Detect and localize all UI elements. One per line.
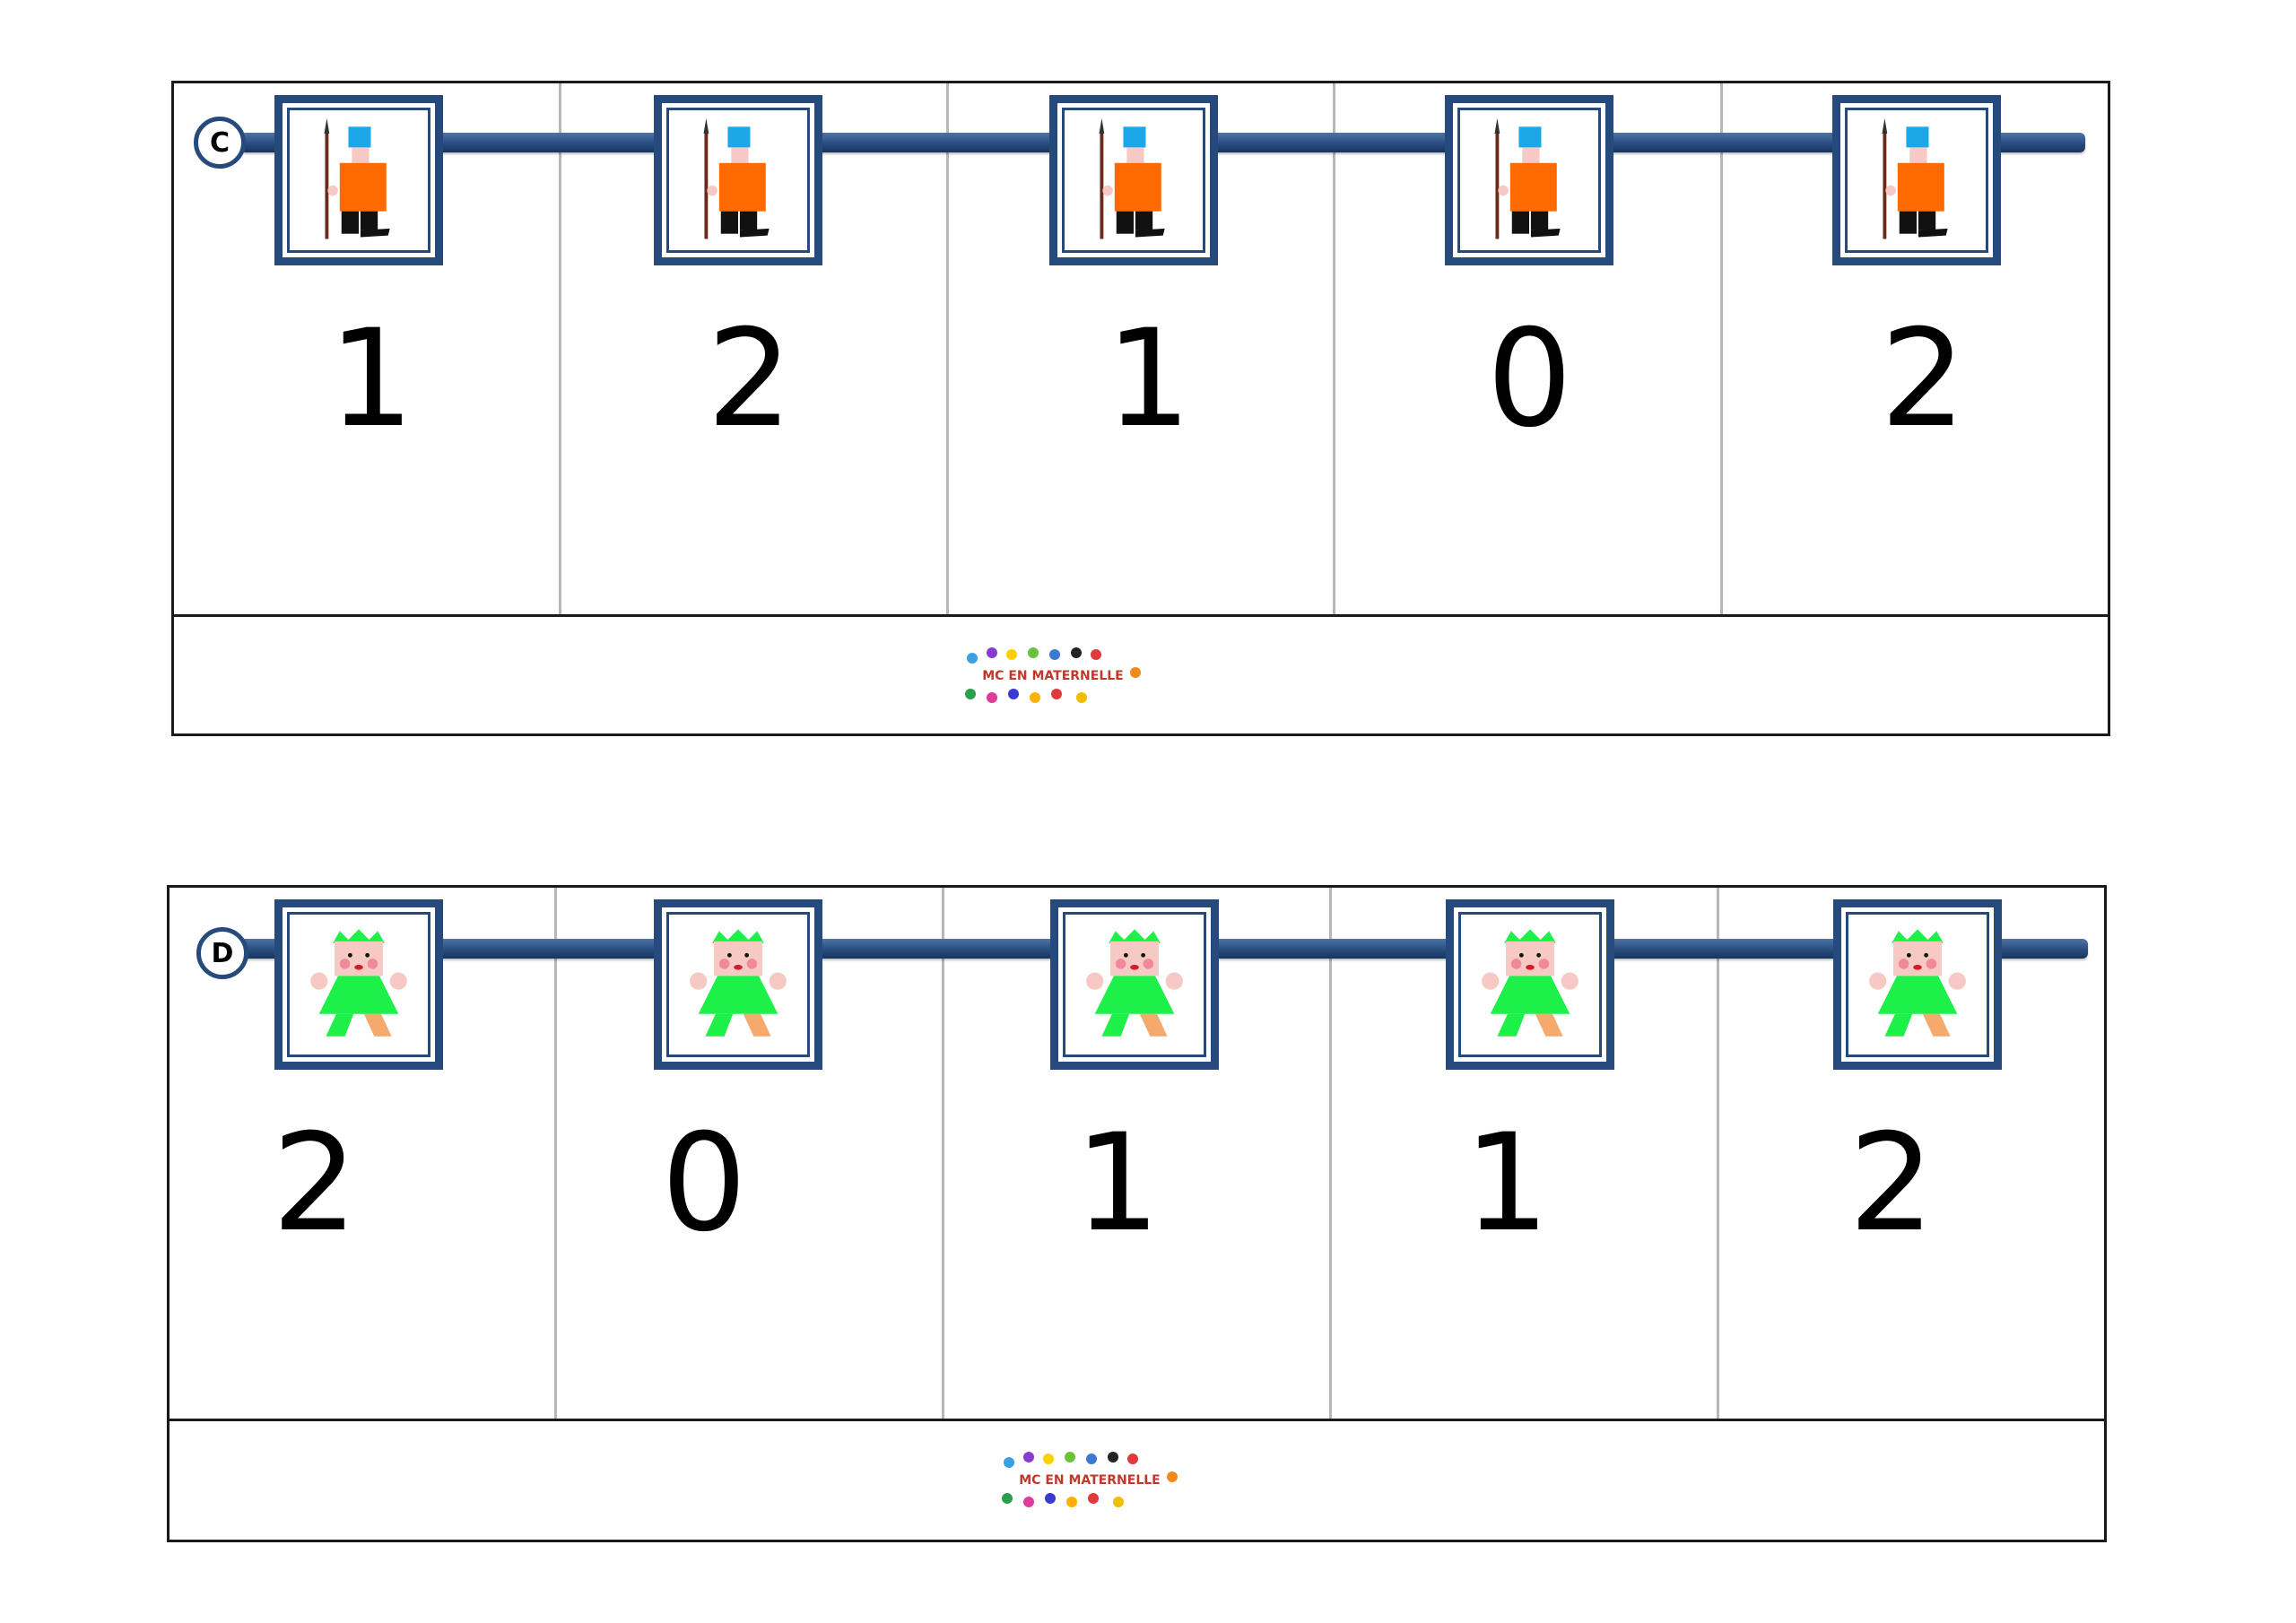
strip-c-footer: MC EN MATERNELLE xyxy=(174,617,2108,733)
strip-d-label-badge: D xyxy=(196,927,248,979)
strip-d-cell-4: 1 xyxy=(1332,888,1719,1419)
strip-c-number-1: 1 xyxy=(328,301,414,457)
soldier-card xyxy=(1832,95,2001,265)
queen-icon xyxy=(310,929,407,1037)
strip-c-label-badge: C xyxy=(194,117,246,169)
soldier-icon xyxy=(1882,117,1948,239)
strip-d-cell-5: 2 xyxy=(1719,888,2104,1419)
svg-text:MC EN MATERNELLE: MC EN MATERNELLE xyxy=(982,669,1124,683)
strip-c-number-3: 1 xyxy=(1105,301,1192,457)
strip-c-number-5: 2 xyxy=(1880,301,1966,457)
strip-c-cell-2: 2 xyxy=(561,83,949,614)
soldier-card xyxy=(274,95,443,265)
strip-c-cell-3: 1 xyxy=(949,83,1336,614)
soldier-card xyxy=(1445,95,1613,265)
colored-hands-icon xyxy=(1002,1452,1178,1507)
queen-icon xyxy=(690,929,787,1037)
soldier-icon xyxy=(1099,117,1165,239)
soldier-icon xyxy=(703,117,770,239)
strip-c-cell-5: 2 xyxy=(1723,83,2108,614)
svg-text:MC EN MATERNELLE: MC EN MATERNELLE xyxy=(1019,1473,1161,1488)
strip-c-number-2: 2 xyxy=(707,301,793,457)
strip-d-number-1: 2 xyxy=(272,1106,358,1262)
strip-d-number-3: 1 xyxy=(1074,1106,1161,1262)
queen-card xyxy=(274,899,443,1070)
strip-c-cells: 1 2 1 0 2 xyxy=(174,83,2108,617)
queen-card xyxy=(1833,899,2002,1070)
queen-icon xyxy=(1482,929,1578,1037)
queen-card xyxy=(1446,899,1614,1070)
queen-icon xyxy=(1869,929,1966,1037)
strip-d-cell-2: 0 xyxy=(557,888,944,1419)
soldier-card xyxy=(654,95,822,265)
strip-c-cell-4: 0 xyxy=(1335,83,1724,614)
strip-d-cells: 2 0 1 1 2 xyxy=(170,888,2104,1421)
strip-d-number-2: 0 xyxy=(661,1106,747,1262)
strip-d-cell-3: 1 xyxy=(944,888,1332,1419)
strip-d-cell-1: 2 xyxy=(170,888,557,1419)
soldier-icon xyxy=(324,117,390,239)
queen-icon xyxy=(1086,929,1183,1037)
strip-d-number-4: 1 xyxy=(1464,1106,1550,1262)
soldier-card xyxy=(1049,95,1218,265)
queen-card xyxy=(654,899,822,1070)
mc-en-maternelle-logo: MC EN MATERNELLE xyxy=(1002,1452,1178,1507)
strip-d-number-5: 2 xyxy=(1848,1106,1935,1262)
mc-en-maternelle-logo: MC EN MATERNELLE xyxy=(965,647,1141,703)
queen-card xyxy=(1050,899,1219,1070)
strip-d-footer: MC EN MATERNELLE xyxy=(170,1421,2104,1540)
strip-c-cell-1: 1 xyxy=(174,83,561,614)
strip-c-number-4: 0 xyxy=(1486,301,1573,457)
colored-hands-icon xyxy=(965,647,1141,703)
soldier-icon xyxy=(1494,117,1561,239)
